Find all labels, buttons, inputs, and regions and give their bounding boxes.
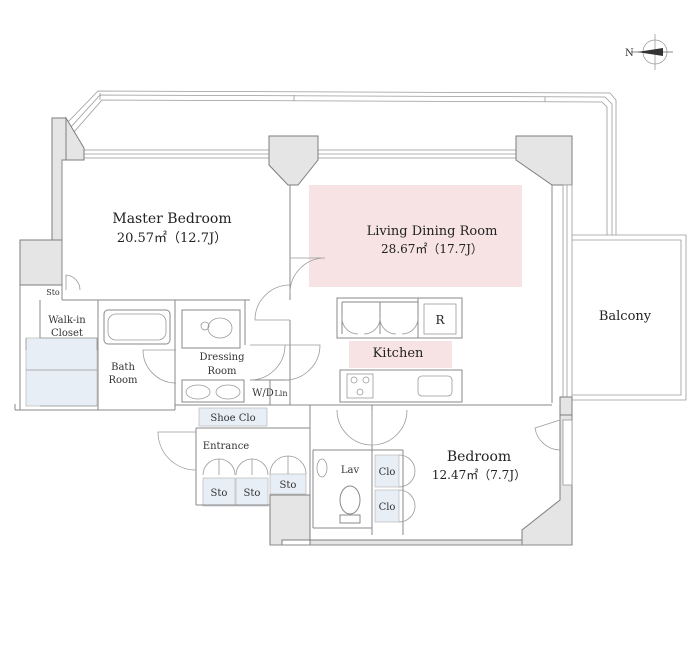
balcony-railing [65, 90, 687, 401]
dressing-counter [181, 379, 245, 403]
compass-north-label: N [625, 48, 634, 59]
dressing-room-line2: Room [207, 366, 237, 377]
walk-in-closet-highlight [25, 337, 98, 407]
clo-1-highlight [374, 454, 400, 488]
room-labels: Master Bedroom 20.57㎡（12.7J） Living Dini… [46, 211, 652, 513]
sto-2-highlight [235, 477, 269, 507]
kitchen-label: Kitchen [373, 346, 424, 361]
master-bedroom-name: Master Bedroom [112, 211, 231, 227]
living-dining-area: 28.67㎡（17.7J） [381, 242, 483, 256]
clo-2-highlight [374, 489, 400, 523]
bath-room-line2: Room [108, 375, 138, 386]
living-dining-name: Living Dining Room [367, 224, 498, 239]
balcony-label: Balcony [599, 309, 652, 324]
living-dining-highlight [309, 185, 522, 287]
sto-3-label: Sto [280, 480, 297, 491]
bedroom-area: 12.47㎡（7.7J） [432, 468, 526, 482]
compass-rose: N [625, 34, 673, 70]
lin-label: Lin [274, 389, 287, 398]
master-bedroom-area: 20.57㎡（12.7J） [117, 231, 227, 246]
wd-label: W/D [252, 388, 274, 399]
interior-walls [39, 185, 552, 535]
kitchen-cabinets [336, 297, 463, 339]
lav-label: Lav [341, 465, 360, 476]
kitchen-counter [339, 369, 463, 403]
washbasin [181, 309, 241, 349]
bath-room-line1: Bath [111, 362, 135, 373]
outer-walls [14, 116, 573, 546]
entrance-label: Entrance [203, 441, 250, 452]
sto-2-label: Sto [244, 488, 261, 499]
shoe-closet-highlight [198, 407, 268, 427]
clo-2-label: Clo [379, 502, 396, 513]
sto-1-label: Sto [211, 488, 228, 499]
kitchen-highlight [349, 341, 452, 368]
toilet [316, 458, 361, 524]
walk-in-closet-line2: Closet [51, 328, 83, 339]
bedroom-name: Bedroom [447, 449, 511, 465]
shoe-closet-label: Shoe Clo [210, 413, 255, 424]
dressing-room-line1: Dressing [199, 352, 245, 363]
sto-1-highlight [202, 477, 236, 507]
sto-top-label: Sto [46, 288, 60, 297]
doors [25, 257, 561, 523]
clo-1-label: Clo [379, 467, 396, 478]
fridge-label: R [435, 313, 445, 327]
bathtub [103, 309, 171, 345]
walk-in-closet-line1: Walk-in [48, 315, 86, 326]
